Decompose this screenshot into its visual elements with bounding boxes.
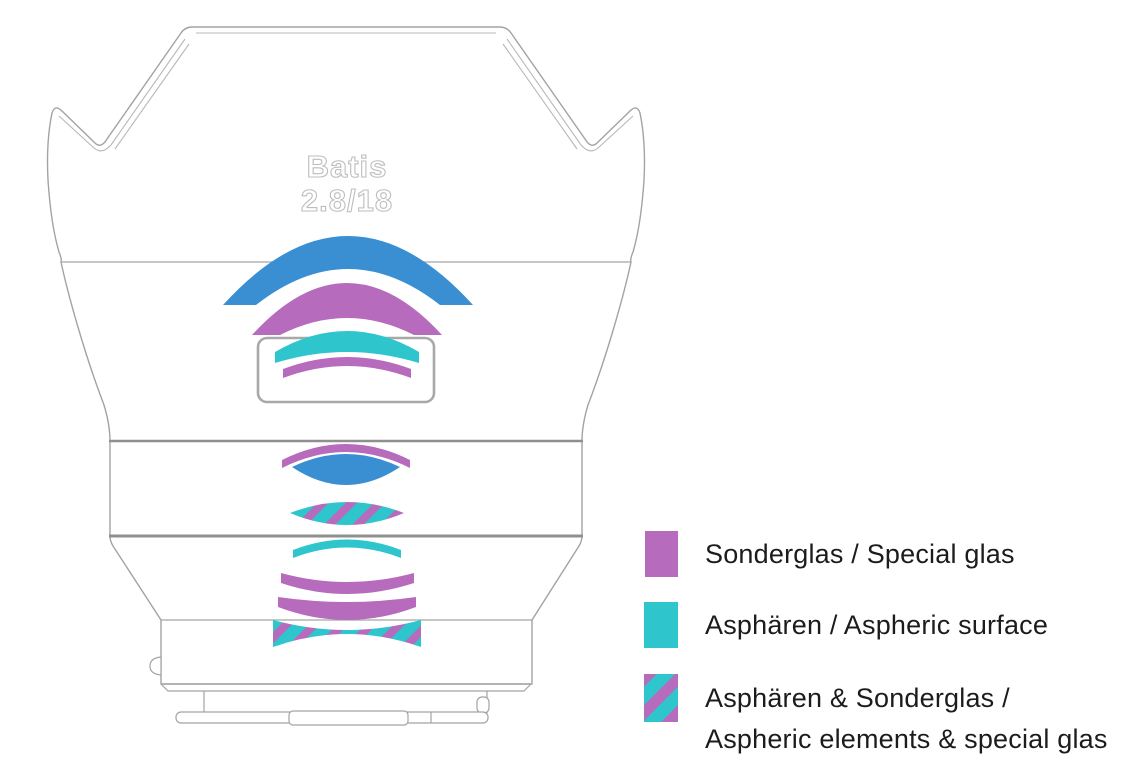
legend-swatch-special-glass [645,531,678,577]
hood-rim-inner-lines [58,32,634,152]
element-1-front-dome-blue [223,236,473,305]
element-10-biconcave-aspheric-special [273,620,421,647]
legend-label-aspheric-surface: Asphären / Aspheric surface [705,610,1048,640]
legend: Sonderglas / Special glas Asphären / Asp… [644,531,1108,754]
legend-label-special-glass: Sonderglas / Special glas [705,539,1015,569]
element-9-thick-special-glass [278,597,416,620]
legend-label-aspheric-and-special-line2: Aspheric elements & special glas [705,724,1108,754]
legend-label-aspheric-and-special-line1: Asphären & Sonderglas / [705,683,1010,713]
element-5b-doublet-blue-core [292,454,400,485]
element-8-meniscus-special-glass [281,573,414,594]
legend-swatch-aspheric-surface [644,602,678,648]
element-6-biconvex-aspheric-special [290,502,404,525]
element-7-thin-aspheric-surface [293,539,401,558]
element-3-aspheric-surface [275,331,419,363]
mount-bayonet-band [203,691,488,714]
mount-step-band [160,683,532,692]
element-4-thin-special-glass [283,357,411,378]
lens-name-line1: Batis [307,149,388,184]
element-5a-doublet-special-glass-shell [282,444,410,468]
lens-side-button [149,656,162,676]
mount-clasp-detail [476,696,490,714]
lens-name-line2: 2.8/18 [301,183,393,218]
legend-swatch-aspheric-and-special [644,674,678,722]
element-2-meniscus-special-glass [252,283,442,335]
rear-cap-center-plate [288,710,409,726]
lens-body-outline [46,26,646,685]
